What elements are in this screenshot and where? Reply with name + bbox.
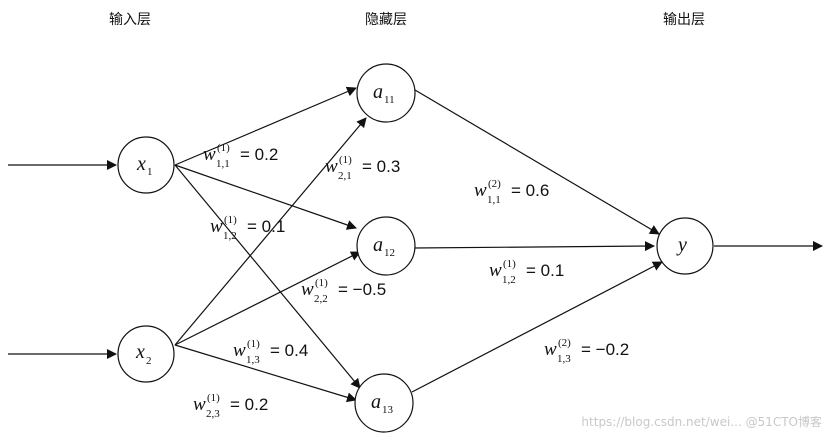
weight-label-w11-layer1: w(1) 1,1 = 0.2 (203, 142, 278, 170)
weight-subscript: 1,2 (223, 230, 237, 242)
edge-a11-y (414, 89, 660, 235)
weight-value: = 0.2 (230, 395, 268, 414)
weight-symbol: w (233, 340, 246, 361)
weight-label-w13-layer2: w(2) 1,3 = −0.2 (544, 337, 629, 365)
output-layer-title: 输出层 (663, 12, 705, 28)
edge-x1-a11 (174, 86, 357, 166)
weight-value: = 0.6 (511, 181, 549, 200)
weight-subscript: 1,2 (502, 274, 516, 286)
edge-x1-a13 (174, 164, 361, 389)
weight-value: = −0.2 (581, 340, 629, 359)
node-a11: a 11 (356, 63, 416, 123)
weight-value: = 0.3 (362, 157, 400, 176)
weight-superscript: (2) (558, 337, 571, 349)
weight-superscript: (1) (224, 214, 237, 226)
weight-superscript: (1) (217, 142, 230, 154)
node-a12-subscript: 12 (384, 247, 395, 259)
weight-symbol: w (301, 279, 314, 300)
weight-value: = 0.4 (270, 341, 308, 360)
weight-superscript: (1) (207, 392, 220, 404)
weight-symbol: w (489, 260, 502, 281)
node-a12: a 12 (356, 216, 416, 276)
input-layer-title: 输入层 (109, 12, 151, 28)
edge-x1-a12 (174, 164, 357, 230)
weight-label-w21-layer1: w(1) 2,1 = 0.3 (325, 154, 400, 182)
weight-value: = 0.1 (247, 217, 285, 236)
weight-symbol: w (203, 144, 216, 165)
weight-label-w13-layer1: w(1) 1,3 = 0.4 (233, 338, 308, 366)
edge-a12-y (413, 241, 655, 252)
node-a13: a 13 (354, 373, 414, 433)
node-a12-label: a (373, 234, 383, 256)
node-x1-label: x (136, 153, 146, 175)
weight-value: = −0.5 (338, 280, 386, 299)
weight-label-w22-layer1: w(1) 2,2 = −0.5 (301, 277, 386, 305)
weight-superscript: (1) (315, 277, 328, 289)
node-x2-subscript: 2 (146, 355, 152, 367)
weight-value: = 0.1 (526, 261, 564, 280)
node-x2: x 2 (117, 325, 175, 383)
hidden-layer-title: 隐藏层 (365, 12, 407, 28)
weight-value: = 0.2 (240, 145, 278, 164)
watermark-text: https://blog.csdn.net/wei... @51CTO博客 (581, 414, 822, 429)
node-x2-label: x (135, 341, 145, 363)
weight-subscript: 1,3 (557, 353, 571, 365)
edge-x2-a11 (174, 117, 367, 346)
node-a13-label: a (371, 391, 381, 413)
weight-symbol: w (210, 216, 223, 237)
edge-a13-y (411, 261, 663, 393)
weight-subscript: 1,3 (246, 354, 260, 366)
weight-subscript: 1,1 (487, 194, 501, 206)
weight-label-w12-layer1: w(1) 1,2 = 0.1 (210, 214, 285, 242)
weight-superscript: (1) (247, 338, 260, 350)
edge-x2-a12 (174, 251, 361, 346)
weight-label-w12-layer2: w(1) 1,2 = 0.1 (489, 258, 564, 286)
weight-superscript: (1) (339, 154, 352, 166)
weight-superscript: (2) (488, 178, 501, 190)
edge-x2-a13 (174, 344, 357, 403)
weight-symbol: w (474, 180, 487, 201)
weight-symbol: w (193, 394, 206, 415)
node-a13-subscript: 13 (382, 404, 394, 416)
node-y: y (656, 217, 714, 275)
node-y-label: y (676, 234, 687, 256)
weight-symbol: w (544, 339, 557, 360)
weight-subscript: 1,1 (216, 158, 230, 170)
node-x1-subscript: 1 (147, 166, 153, 178)
weight-subscript: 2,1 (338, 170, 352, 182)
weight-label-w11-layer2: w(2) 1,1 = 0.6 (474, 178, 549, 206)
node-a11-label: a (373, 81, 383, 103)
weight-superscript: (1) (503, 258, 516, 270)
weight-label-w23-layer1: w(1) 2,3 = 0.2 (193, 392, 268, 420)
weight-subscript: 2,2 (314, 293, 328, 305)
weight-subscript: 2,3 (206, 408, 220, 420)
weight-symbol: w (325, 156, 338, 177)
node-x1: x 1 (117, 136, 175, 194)
node-a11-subscript: 11 (384, 94, 395, 106)
